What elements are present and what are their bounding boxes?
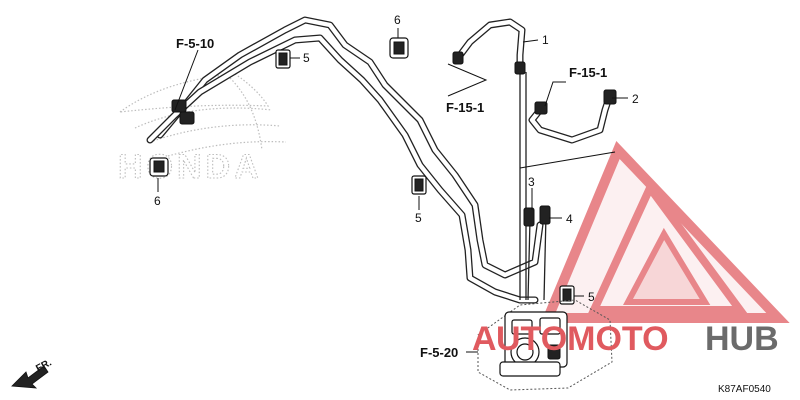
- honda-brand-text: HONDA: [118, 148, 263, 186]
- grommet-item-6-top: [389, 37, 409, 59]
- front-label: FR.: [34, 357, 54, 374]
- abs-modulator-unit: [477, 299, 613, 391]
- fitting-f510-b: [179, 111, 195, 125]
- callout-5-top: 5: [303, 51, 310, 65]
- ref-f-15-1-left[interactable]: F-15-1: [446, 100, 484, 115]
- pipe-fittings: [171, 51, 617, 227]
- watermark-triangle-inner: [587, 180, 748, 314]
- diagram-code: K87AF0540: [718, 384, 771, 395]
- callout-2: 2: [632, 92, 639, 106]
- callout-6-left: 6: [154, 194, 161, 208]
- watermark-triangle-core: [623, 227, 711, 305]
- brake-pipe-front-right: [528, 91, 614, 144]
- watermark-prefix: A: [472, 320, 497, 358]
- watermark-logo: [540, 141, 790, 323]
- ref-f-5-20[interactable]: F-5-20: [420, 345, 458, 360]
- ref-f-15-1-right[interactable]: F-15-1: [569, 65, 607, 80]
- abs-pipes: [519, 70, 547, 301]
- brake-pipe-main: [156, 16, 544, 279]
- callout-1: 1: [542, 33, 549, 47]
- callout-6-top: 6: [394, 13, 401, 27]
- brake-pipe-front-left: [454, 18, 526, 70]
- front-direction-arrow: FR.: [11, 357, 54, 389]
- grommet-item-6-left: [149, 157, 169, 177]
- fitting-item-3: [523, 207, 535, 227]
- fitting-item-4: [539, 205, 551, 225]
- leader-lines: [157, 28, 628, 353]
- callout-4: 4: [566, 212, 573, 226]
- fitting-front-center: [514, 61, 526, 75]
- clamp-item-5-top: [275, 49, 291, 69]
- fitting-f510: [171, 99, 187, 113]
- fitting-f151-right: [534, 101, 548, 115]
- watermark-hub: HUB: [705, 320, 779, 358]
- brake-pipe-secondary: [146, 34, 539, 304]
- callout-5-lower: 5: [588, 290, 595, 304]
- clamp-item-5-middle: [411, 175, 427, 195]
- ref-f-5-10[interactable]: F-5-10: [176, 36, 214, 51]
- honda-wing-emblem: [117, 73, 287, 157]
- watermark-moto: UTOMOTO: [496, 320, 669, 358]
- fitting-front-left: [452, 51, 464, 65]
- callout-3: 3: [528, 175, 535, 189]
- callout-5-middle: 5: [415, 211, 422, 225]
- clamp-item-5-lower: [559, 285, 575, 305]
- fitting-item-2: [603, 89, 617, 105]
